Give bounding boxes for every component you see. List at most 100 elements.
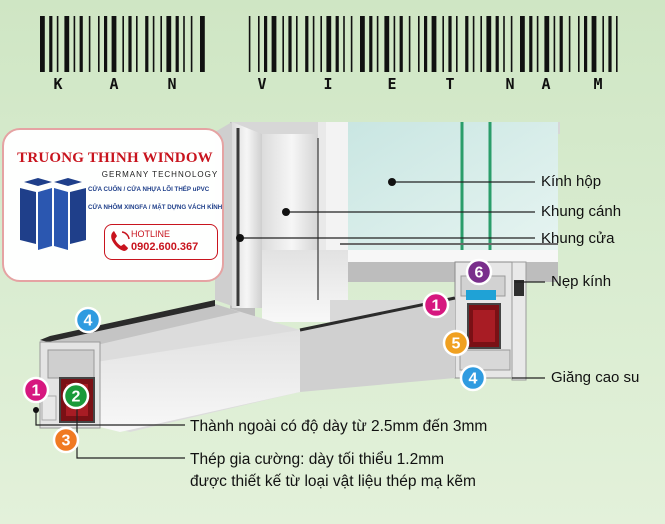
barcode-bar: [520, 16, 525, 72]
barcode-bar: [288, 16, 292, 72]
barcode-bar: [56, 16, 59, 72]
barcode-bar: [465, 16, 469, 72]
barcode-bar: [424, 16, 428, 72]
barcode-bar: [296, 16, 298, 72]
barcode-letter: K: [53, 75, 63, 93]
barcode-bar: [128, 16, 132, 72]
barcode-bar: [472, 16, 475, 72]
barcode-bar: [122, 16, 124, 72]
barcode-bar: [73, 16, 76, 72]
barcode-bar: [553, 16, 556, 72]
badge-number-6: 6: [475, 265, 484, 282]
phone-icon: [111, 231, 130, 251]
barcode-bar: [529, 16, 533, 72]
barcode-bar: [335, 16, 339, 72]
barcode-bar: [495, 16, 499, 72]
barcode-bar: [111, 16, 117, 72]
barcode-bar: [480, 16, 482, 72]
barcode-bar: [160, 16, 162, 72]
barcode-bar: [79, 16, 83, 72]
barcode-bar: [544, 16, 550, 72]
barcode-bar: [40, 16, 45, 72]
label-khung-canh: Khung cánh: [541, 203, 622, 220]
barcode-bar: [399, 16, 403, 72]
barcode-bar: [559, 16, 563, 72]
barcode-bar: [568, 16, 571, 72]
barcode-bar: [343, 16, 345, 72]
brand-name: TRUONG THINH WINDOW: [17, 150, 213, 166]
barcode-bar: [418, 16, 420, 72]
note-thanh-ngoai: Thành ngoài có độ dày từ 2.5mm đến 3mm: [190, 418, 488, 435]
barcode-bar: [312, 16, 315, 72]
barcode-bar: [456, 16, 458, 72]
badge-number-1: 1: [432, 298, 441, 315]
barcode-bar: [305, 16, 309, 72]
badge-circle-1: [422, 291, 450, 319]
barcode-bar: [602, 16, 604, 72]
brand-line-1: CỬA CUỐN / CỬA NHỰA LÕI THÉP uPVC: [88, 186, 210, 193]
badge-circle-5: [442, 329, 470, 357]
badge-number-1: 1: [32, 383, 41, 400]
badge-circle-4: [459, 364, 487, 392]
barcode-bar: [183, 16, 185, 72]
barcode-letter: A: [109, 75, 119, 93]
barcode-bar: [98, 16, 100, 72]
barcode-bar: [584, 16, 588, 72]
barcode-bar: [510, 16, 513, 72]
barcode-bar: [200, 16, 205, 72]
brand-card: TRUONG THINH WINDOW GERMANY TECHNOLOGY C…: [2, 128, 224, 282]
barcode-bar: [49, 16, 53, 72]
barcode-bar: [578, 16, 580, 72]
barcode-bar: [393, 16, 396, 72]
barcode-letter: T: [445, 75, 455, 93]
barcode-bar: [591, 16, 597, 72]
badge-number-4: 4: [469, 371, 478, 388]
brand-logo-icon: [20, 178, 86, 250]
hotline-label: HOTLINE: [131, 229, 171, 239]
badge-number-4: 4: [84, 313, 93, 330]
note-thep-line-2: được thiết kế từ loại vật liệu thép mạ k…: [190, 473, 476, 490]
badge-circle-3: [52, 426, 80, 454]
barcode-bar: [282, 16, 284, 72]
barcode-bar: [190, 16, 193, 72]
barcode-bar: [431, 16, 437, 72]
barcode-bar: [350, 16, 353, 72]
barcode-bar: [448, 16, 452, 72]
brand-line-2: CỬA NHÔM XINGFA / MẶT DỰNG VÁCH KÍNH: [88, 204, 223, 211]
barcode-bar: [145, 16, 149, 72]
barcode-bar: [320, 16, 322, 72]
barcode-bar: [536, 16, 539, 72]
badge-circle-2: [62, 382, 90, 410]
barcode-bar: [136, 16, 138, 72]
barcode-letter: I: [323, 75, 333, 93]
badge-number-5: 5: [452, 336, 461, 353]
hotline-box: [104, 224, 218, 260]
barcode-bar: [88, 16, 91, 72]
barcode-bar: [104, 16, 108, 72]
barcode-letter: N: [505, 75, 515, 93]
badge-circle-6: [465, 258, 493, 286]
barcode-bar: [166, 16, 172, 72]
label-nep-kinh: Nẹp kính: [551, 273, 612, 290]
barcode-bar: [326, 16, 332, 72]
label-khung-cua: Khung cửa: [541, 230, 615, 247]
barcode-bar: [152, 16, 155, 72]
barcode-bar: [384, 16, 390, 72]
barcode-letter: A: [541, 75, 551, 93]
badge-number-2: 2: [72, 389, 81, 406]
barcode-bar: [264, 16, 268, 72]
barcode-bar: [271, 16, 277, 72]
barcode-bar: [258, 16, 260, 72]
barcode-bar: [408, 16, 411, 72]
barcode-graphic: [40, 16, 618, 72]
hotline-number: 0902.600.367: [131, 241, 199, 253]
barcode-bar: [369, 16, 373, 72]
barcode-bar: [486, 16, 492, 72]
barcode-letter: V: [257, 75, 267, 93]
badge-number-3: 3: [62, 433, 71, 450]
badge-circle-1: [22, 376, 50, 404]
leader-lines: [35, 181, 545, 459]
barcode-letter: N: [167, 75, 177, 93]
label-kinh-hop: Kính hộp: [541, 173, 602, 190]
